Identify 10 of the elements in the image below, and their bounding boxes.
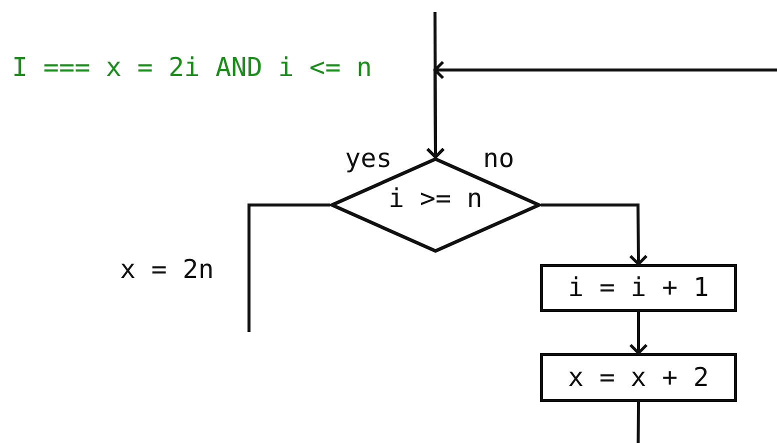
arrow <box>629 312 648 354</box>
invariant-label: I === x = 2i AND i <= n <box>12 55 372 81</box>
process-box <box>540 264 737 312</box>
arrow <box>426 61 777 443</box>
result-label: x = 2n <box>120 257 214 283</box>
node-text: i = i + 1 <box>568 275 709 301</box>
node-text: i >= n <box>388 186 482 212</box>
node-text: x = x + 2 <box>568 364 709 390</box>
arrow <box>541 204 648 266</box>
process-box <box>540 353 737 402</box>
